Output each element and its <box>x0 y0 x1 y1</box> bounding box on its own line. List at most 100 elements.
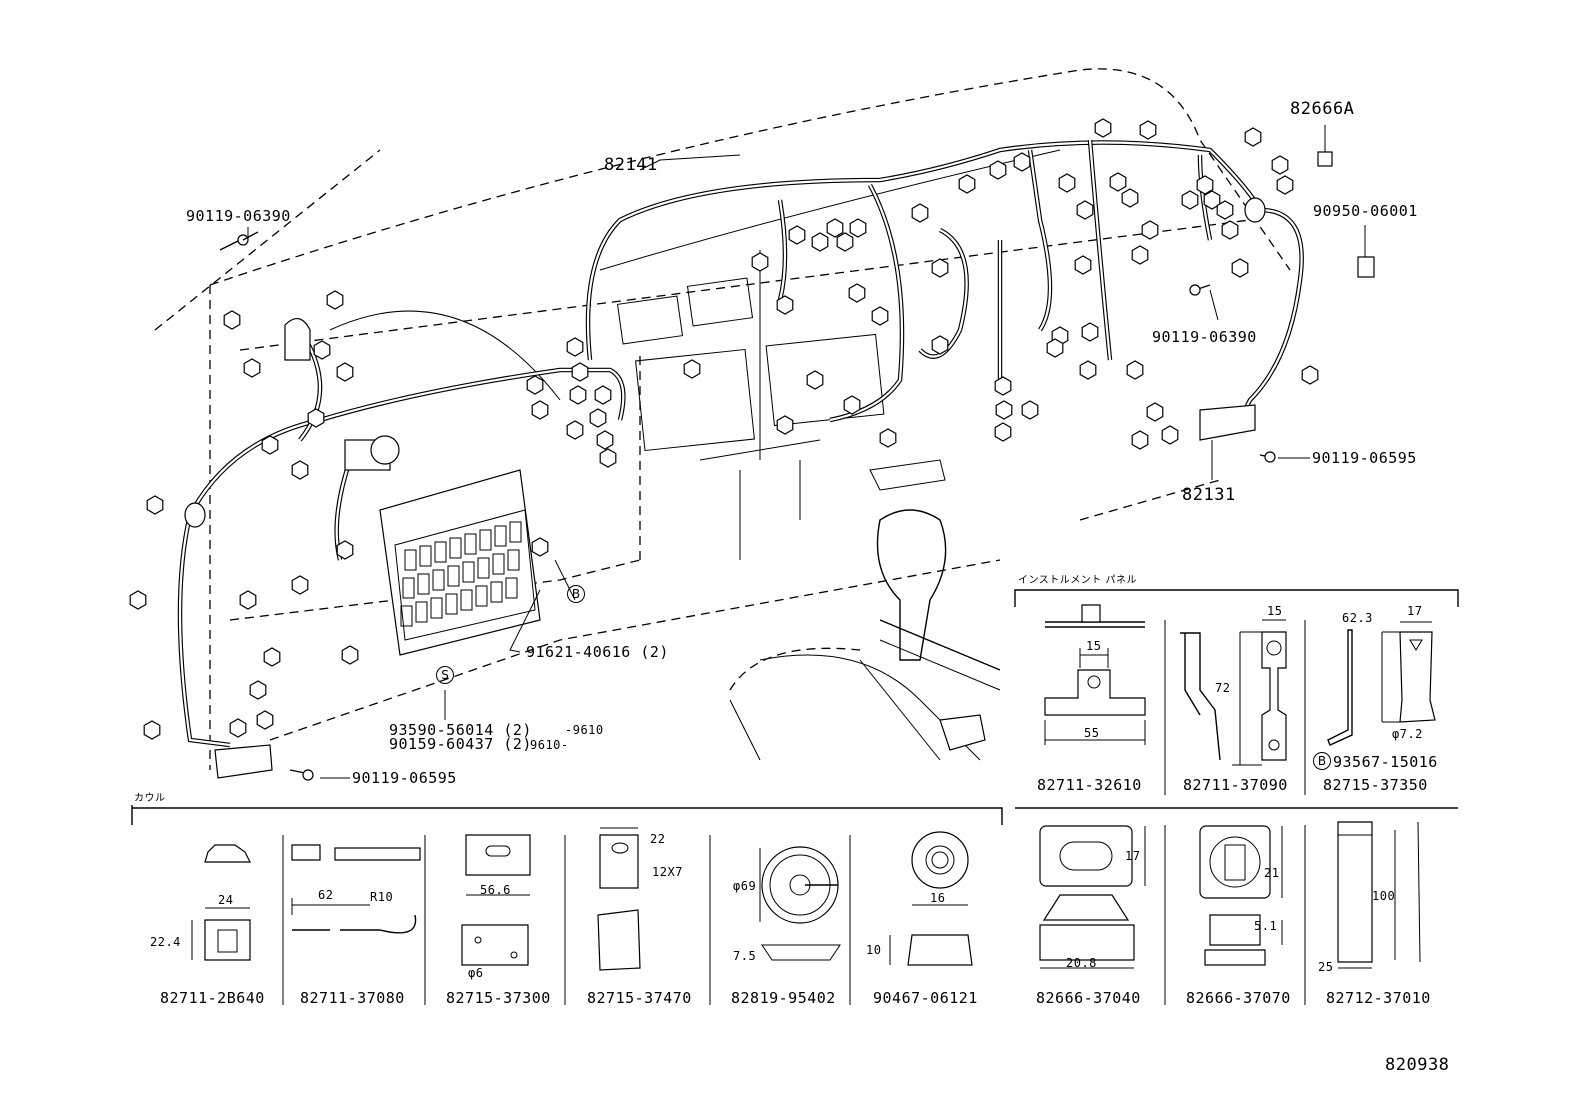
label-82141: 82141 <box>604 155 658 175</box>
part-82711-37090: 82711-37090 <box>1183 776 1288 794</box>
connector-hexagon <box>995 400 1013 420</box>
detail-82711-37090 <box>1180 619 1287 766</box>
dim-17-a: 17 <box>1407 604 1423 618</box>
connector-hexagon <box>1079 360 1097 380</box>
callout-b: B <box>567 585 585 603</box>
connector-hexagon <box>848 283 866 303</box>
connector-hexagon <box>291 575 309 595</box>
part-82666-37070: 82666-37070 <box>1186 989 1291 1007</box>
fuse-slot <box>434 541 447 563</box>
label-82131: 82131 <box>1182 485 1236 505</box>
connector-hexagon <box>836 232 854 252</box>
detail-82666-37040 <box>1039 825 1146 969</box>
connector-hexagon <box>531 400 549 420</box>
fuse-slot <box>447 565 460 587</box>
connector-blocks <box>129 118 1319 740</box>
connector-hexagon <box>223 310 241 330</box>
detail-82712-37010 <box>1337 821 1421 969</box>
connector-hexagon <box>307 408 325 428</box>
label-clip-91621: 91621-40616 (2) <box>526 643 669 661</box>
junction-block <box>344 435 541 656</box>
connector-hexagon <box>1021 400 1039 420</box>
connector-hexagon <box>313 340 331 360</box>
label-bolt-left-bottom: 90119-06595 <box>352 769 457 787</box>
detail-82819-95402 <box>759 846 841 961</box>
dim-20-8: 20.8 <box>1066 956 1097 970</box>
fuse-slot <box>464 533 477 555</box>
detail-82715-37300 <box>461 834 531 966</box>
note-93567-15016: 93567-15016 <box>1333 753 1438 771</box>
detail-90467-06121 <box>889 831 973 966</box>
dim-12x7: 12X7 <box>652 865 683 879</box>
connector-hexagon <box>1276 175 1294 195</box>
part-82715-37350: 82715-37350 <box>1323 776 1428 794</box>
connector-hexagon <box>336 540 354 560</box>
fuse-slot <box>507 549 520 571</box>
connector-hexagon <box>1271 155 1289 175</box>
fuse-slot <box>432 569 445 591</box>
section-frames <box>131 589 1459 1005</box>
connector-hexagon <box>239 590 257 610</box>
part-82819-95402: 82819-95402 <box>731 989 836 1007</box>
dim-phi-7-2: φ7.2 <box>1392 727 1423 741</box>
bolts <box>219 231 1276 781</box>
connector-hexagon <box>1196 175 1214 195</box>
fuse-slot <box>462 561 475 583</box>
connector-hexagon <box>129 590 147 610</box>
dim-22-4: 22.4 <box>150 935 181 949</box>
fuse-slot <box>475 585 488 607</box>
detail-82715-37470 <box>597 827 641 971</box>
connector-hexagon <box>776 415 794 435</box>
connector-hexagon <box>994 422 1012 442</box>
figure-code: 820938 <box>1385 1055 1450 1075</box>
connector-hexagon <box>1076 200 1094 220</box>
dim-7-5: 7.5 <box>733 949 757 963</box>
connector-hexagon <box>336 362 354 382</box>
fuse-slot <box>494 525 507 547</box>
dim-22: 22 <box>650 832 666 846</box>
connector-hexagon <box>146 495 164 515</box>
detail-82715-37350 <box>1327 621 1436 746</box>
connector-hexagon <box>1013 152 1031 172</box>
fuse-slot <box>509 521 522 543</box>
part-82711-37080: 82711-37080 <box>300 989 405 1007</box>
connector-hexagon <box>1074 255 1092 275</box>
connector-hexagon <box>1139 120 1157 140</box>
connector-hexagon <box>989 160 1007 180</box>
connector-hexagon <box>249 680 267 700</box>
connector-hexagon <box>261 435 279 455</box>
connector-hexagon <box>1081 322 1099 342</box>
part-82712-37010: 82712-37010 <box>1326 989 1431 1007</box>
fuse-slot <box>430 597 443 619</box>
connector-hexagon <box>566 337 584 357</box>
connector-hexagon <box>683 359 701 379</box>
connector-hexagon <box>526 375 544 395</box>
connector-hexagon <box>931 258 949 278</box>
detail-82711-2B640 <box>191 844 251 961</box>
connector-hexagon <box>229 718 247 738</box>
connector-hexagon <box>1141 220 1159 240</box>
wire-harness-82141 <box>177 139 1304 748</box>
connector-hexagon <box>776 295 794 315</box>
dim-phi-69: φ69 <box>733 879 757 893</box>
connector-hexagon <box>788 225 806 245</box>
console-shift-lever <box>729 459 1001 761</box>
connector-hexagon <box>1301 365 1319 385</box>
dim-16: 16 <box>930 891 946 905</box>
fuse-slot <box>492 553 505 575</box>
fuse-slot <box>479 529 492 551</box>
dim-25: 25 <box>1318 960 1334 974</box>
connector-hexagon <box>826 218 844 238</box>
dim-r10: R10 <box>370 890 394 904</box>
label-date-range-1: -9610 <box>565 723 604 737</box>
label-screw-93590: 93590-56014 (2) <box>389 721 532 739</box>
fuse-slot <box>415 601 428 623</box>
connector-hexagon <box>1146 402 1164 422</box>
connector-hexagon <box>1126 360 1144 380</box>
connector-hexagon <box>571 362 589 382</box>
dim-10: 10 <box>866 943 882 957</box>
fuse-slot <box>419 545 432 567</box>
connector-hexagon <box>1109 172 1127 192</box>
